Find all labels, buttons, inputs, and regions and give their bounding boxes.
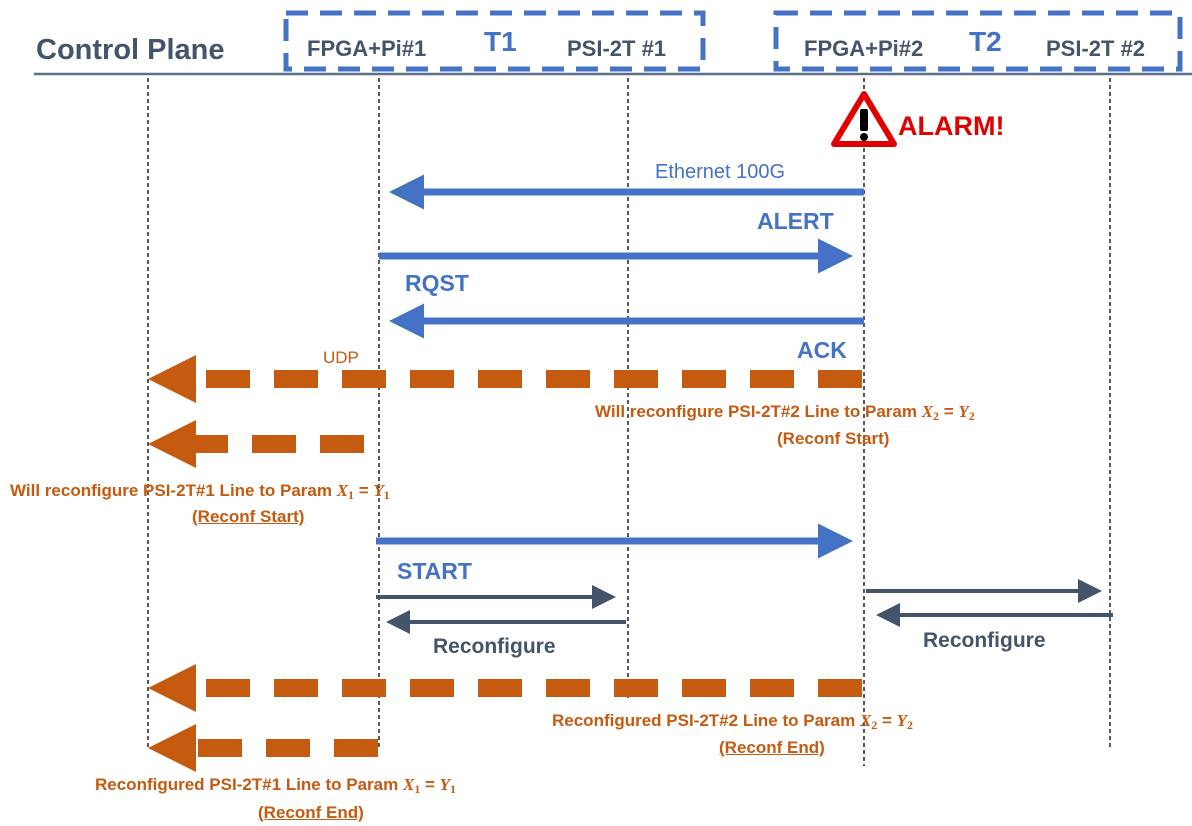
label-rqst: RQST	[405, 270, 469, 296]
label-alert: ALERT	[757, 208, 834, 234]
label-ack: ACK	[797, 337, 847, 363]
note-reconf-start-1: Will reconfigure PSI-2T#1 Line to Param …	[10, 481, 390, 502]
note-reconf-start-1-tag: (Reconf Start)	[192, 507, 305, 526]
node-psi-2t-1: PSI-2T #1	[567, 36, 667, 61]
warning-triangle-icon	[831, 91, 897, 147]
label-ethernet: Ethernet 100G	[655, 161, 786, 183]
note-reconf-end-1-tag: (Reconf End)	[258, 803, 364, 822]
node-fpga-pi-1: FPGA+Pi#1	[307, 36, 427, 61]
label-reconfigure-right: Reconfigure	[923, 629, 1046, 652]
node-psi-2t-2: PSI-2T #2	[1046, 36, 1146, 61]
udp-arrow-1	[148, 355, 862, 403]
label-start: START	[397, 558, 472, 584]
group-box-t1	[283, 10, 706, 72]
note-reconf-start-2: Will reconfigure PSI-2T#2 Line to Param …	[595, 402, 975, 423]
group-box-t2	[773, 10, 1183, 72]
note-reconf-end-2-tag: (Reconf End)	[719, 738, 825, 757]
udp-arrow-2	[148, 420, 364, 468]
control-plane-title: Control Plane	[36, 34, 225, 66]
group-tag-t1: T1	[484, 26, 517, 57]
note-reconf-end-2: Reconfigured PSI-2T#2 Line to Param X2 =…	[552, 711, 913, 732]
group-tag-t2: T2	[969, 26, 1002, 57]
alarm-label: ALARM!	[898, 111, 1005, 141]
node-fpga-pi-2: FPGA+Pi#2	[804, 36, 924, 61]
note-reconf-end-1: Reconfigured PSI-2T#1 Line to Param X1 =…	[95, 775, 456, 796]
udp-arrow-3	[148, 664, 862, 712]
udp-arrow-4	[148, 724, 378, 772]
label-reconfigure-left: Reconfigure	[433, 635, 556, 658]
note-reconf-start-2-tag: (Reconf Start)	[777, 429, 890, 448]
label-udp: UDP	[323, 348, 359, 367]
